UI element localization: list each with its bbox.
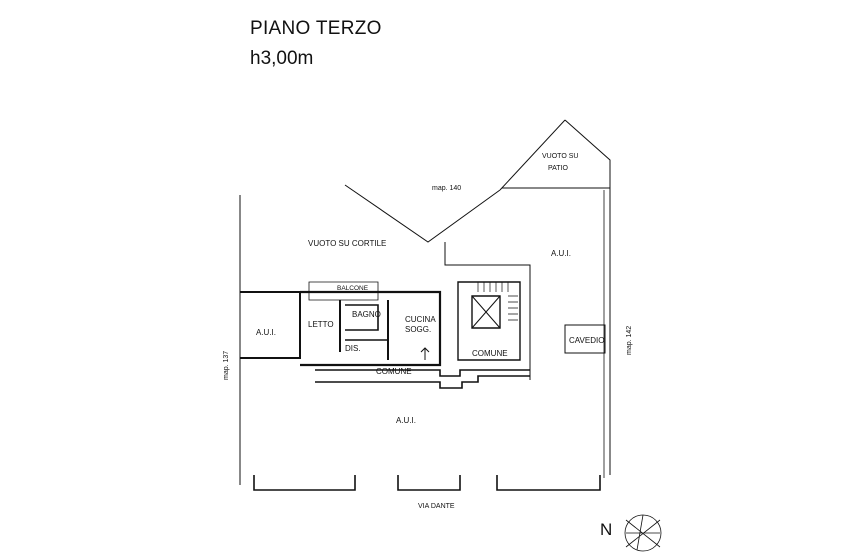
balcone-box [308,281,379,301]
plan-title: PIANO TERZO [250,18,382,39]
corridor-bottom [315,375,530,389]
label-bagno: BAGNO [352,310,381,319]
stair-boundary [444,242,531,380]
street-front-1 [253,475,356,491]
label-cucina: CUCINA [405,315,436,324]
courtyard-diagonal [344,184,501,243]
label-letto: LETTO [308,320,334,329]
patio-line-left [499,119,566,191]
compass-icon [624,514,662,552]
label-balcone: BALCONE [337,285,369,292]
label-map-142: map. 142 [626,326,633,355]
aui-left-walls [240,291,301,359]
compass-label: N [600,520,612,539]
plan-height: h3,00m [250,48,314,69]
label-vuoto-patio-1: VUOTO SU [542,153,578,160]
label-aui-bottom: A.U.I. [396,416,416,425]
label-vuoto-cortile: VUOTO SU CORTILE [308,239,386,248]
stair-core [457,281,521,361]
street-front-3 [496,475,601,491]
label-vuoto-patio-2: PATIO [548,165,569,172]
street-front-2 [397,475,461,491]
label-cavedio: CAVEDIO [569,336,604,345]
patio-line-right [564,119,611,475]
label-street: VIA DANTE [418,503,455,510]
label-aui-top: A.U.I. [551,249,571,258]
label-map-137: map. 137 [223,351,230,380]
corridor-top [315,369,530,377]
label-comune-corridor: COMUNE [376,367,412,376]
label-dis: DIS. [345,344,361,353]
label-comune-stair: COMUNE [472,349,508,358]
door-arrow [420,347,430,360]
lift-x [471,295,501,329]
label-sogg: SOGG. [405,325,431,334]
apartment-outline [300,290,442,367]
cavedio-box [564,324,606,354]
label-aui-left: A.U.I. [256,328,276,337]
label-map-140: map. 140 [432,185,461,192]
stair-treads [477,282,518,321]
bagno-wall [345,304,379,331]
